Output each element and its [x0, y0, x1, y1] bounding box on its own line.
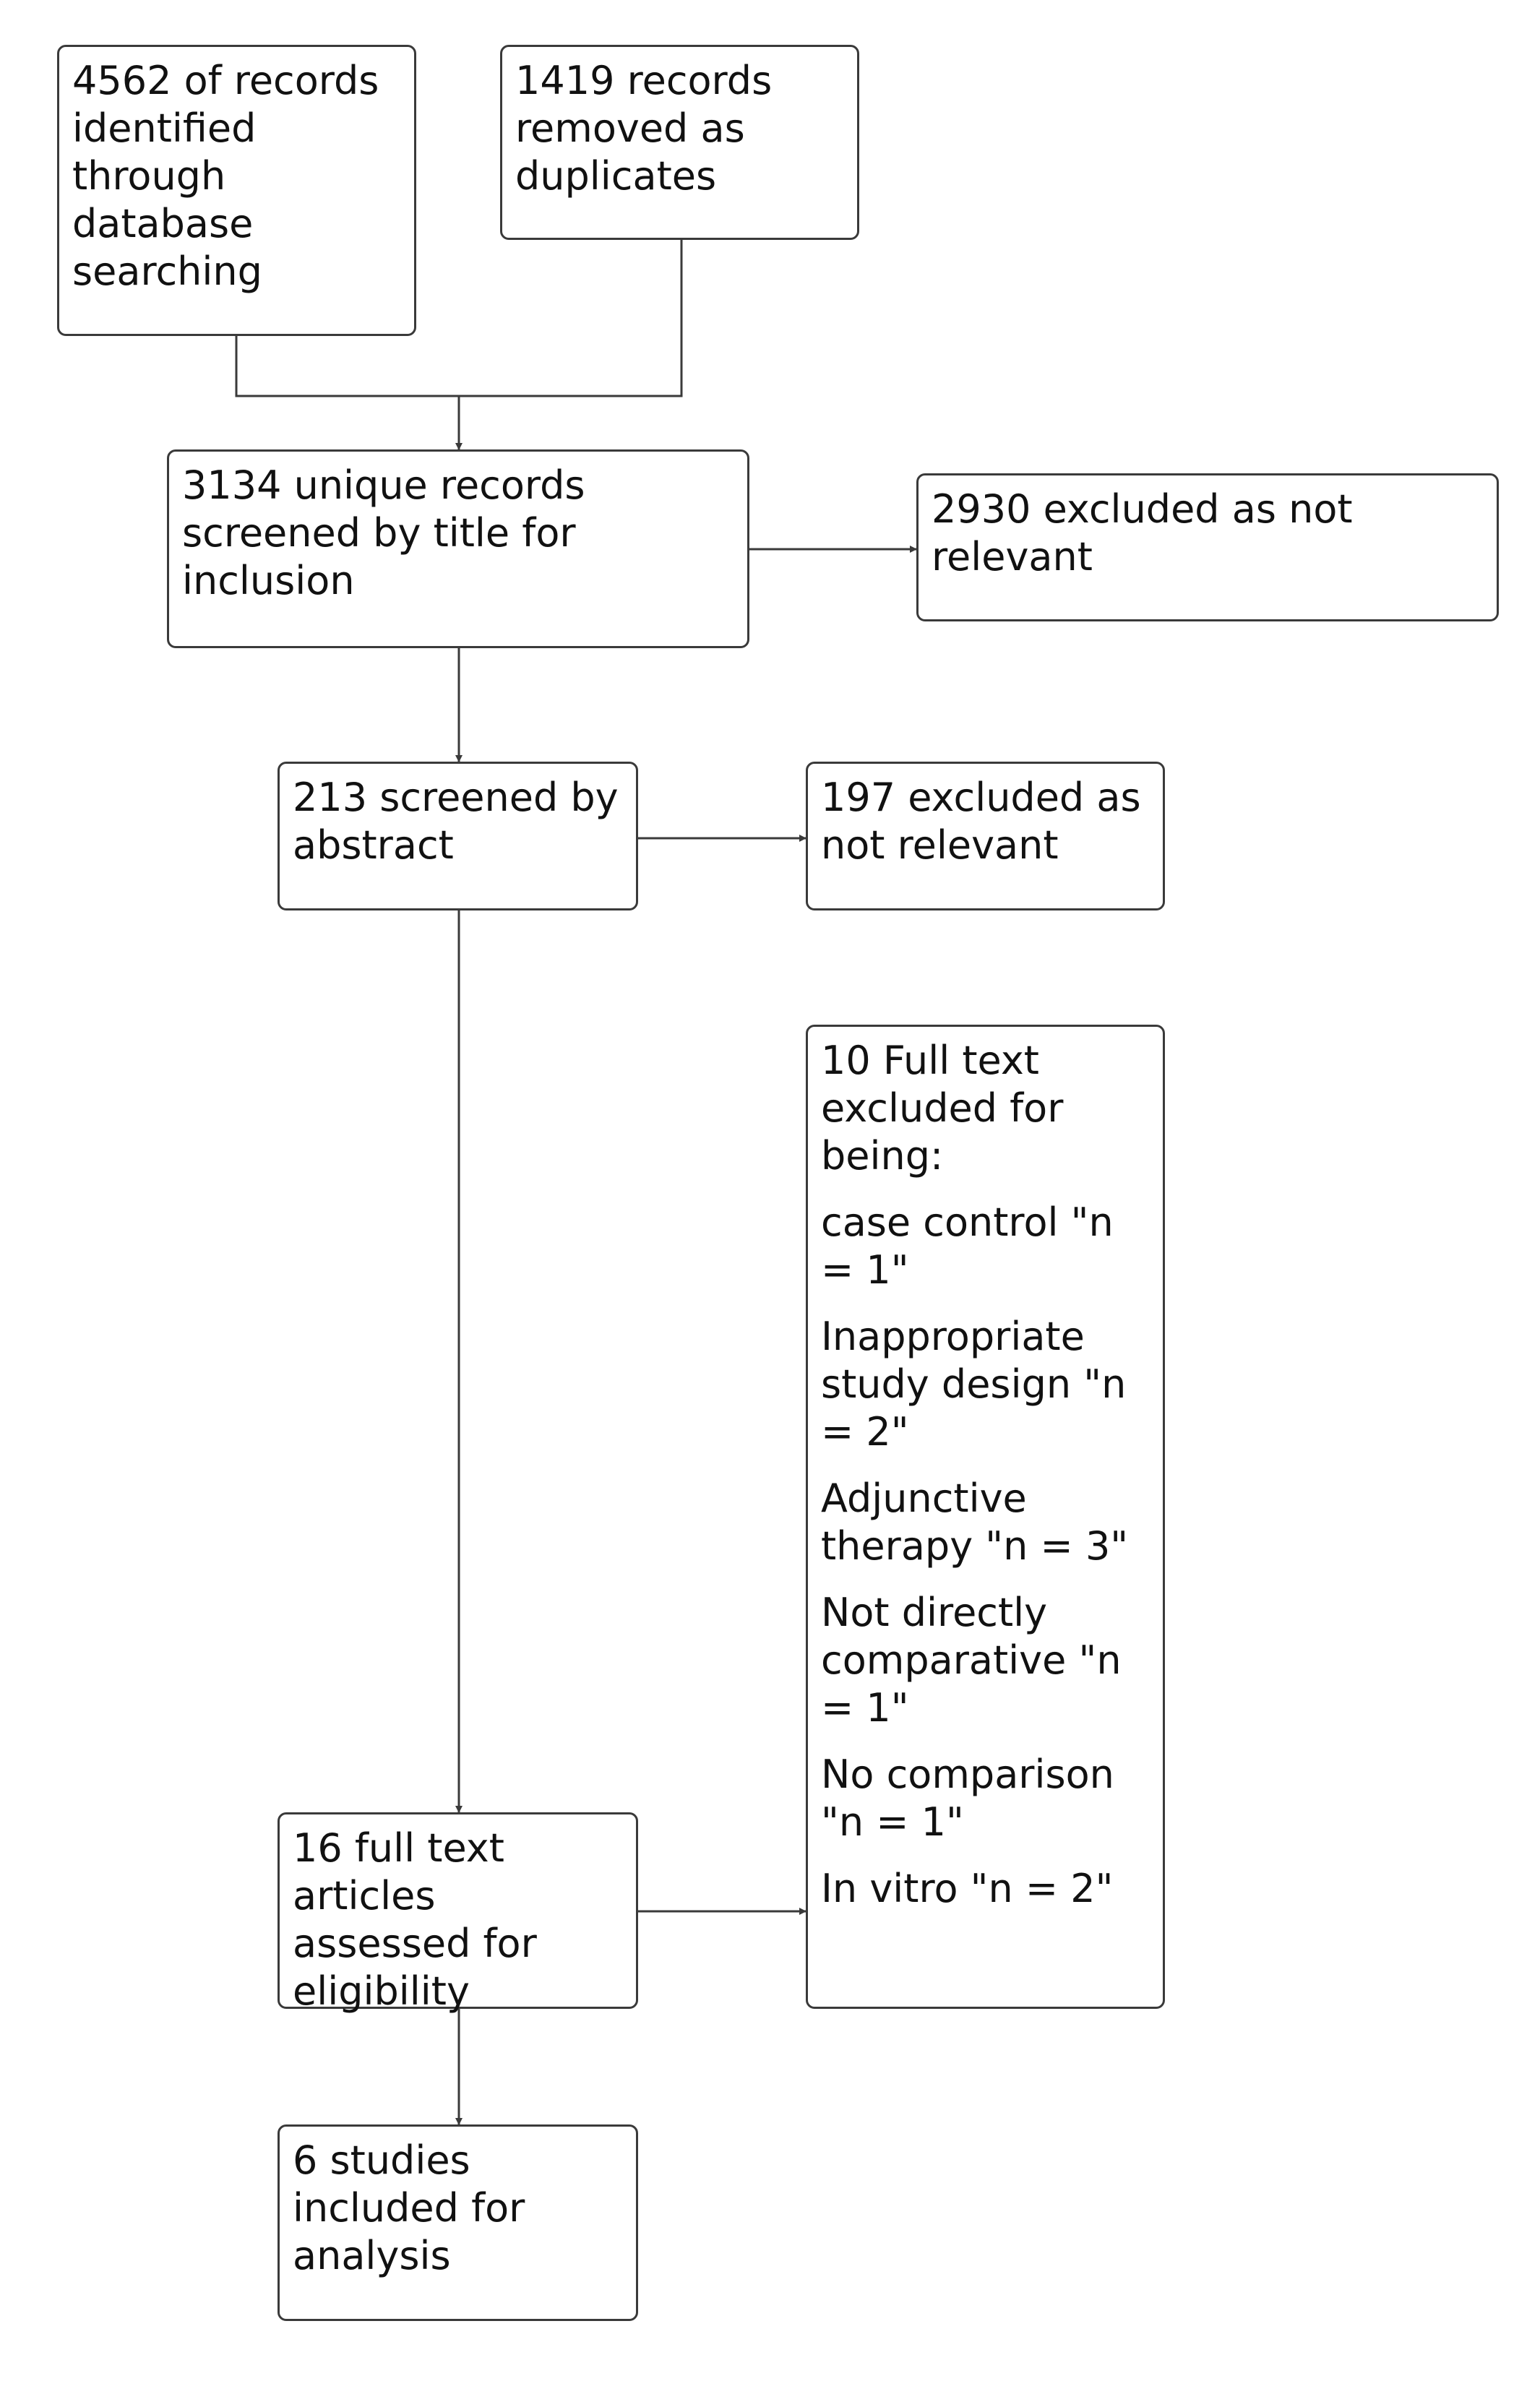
identified-records-box: 4562 of records identified through datab…	[57, 45, 416, 336]
fulltext-assessed-text: 16 full text articles assessed for eligi…	[293, 1825, 537, 2014]
exclusion-reason-item: Inappropriate study design "n = 2"	[821, 1314, 1127, 1455]
edge-duplicates-to-merge	[459, 240, 683, 397]
abstract-screening-text: 213 screened by abstract	[293, 775, 619, 868]
exclusion-reason-item: Not directly comparative "n = 1"	[821, 1590, 1122, 1731]
excluded-fulltext-heading: 10 Full text excluded for being:	[821, 1038, 1064, 1179]
edge-identified-to-merge	[235, 336, 459, 397]
excluded-abstract-text: 197 excluded as not relevant	[821, 775, 1141, 868]
unique-records-text: 3134 unique records screened by title fo…	[182, 462, 585, 603]
duplicates-removed-text: 1419 records removed as duplicates	[515, 58, 773, 199]
studies-included-text: 6 studies included for analysis	[293, 2137, 525, 2278]
exclusion-reason-item: No comparison "n = 1"	[821, 1752, 1114, 1845]
excluded-title-text: 2930 excluded as not relevant	[932, 486, 1353, 580]
excluded-fulltext-box: 10 Full text excluded for being: case co…	[806, 1025, 1165, 2009]
excluded-abstract-box: 197 excluded as not relevant	[806, 762, 1165, 910]
exclusion-reason-item: case control "n = 1"	[821, 1200, 1114, 1293]
excluded-title-box: 2930 excluded as not relevant	[916, 473, 1499, 621]
exclusion-reason-item: In vitro "n = 2"	[821, 1866, 1114, 1911]
fulltext-assessed-box: 16 full text articles assessed for eligi…	[278, 1812, 638, 2014]
duplicates-removed-box: 1419 records removed as duplicates	[500, 45, 859, 240]
exclusion-reason-item: Adjunctive therapy "n = 3"	[821, 1476, 1129, 1569]
studies-included-box: 6 studies included for analysis	[278, 2124, 638, 2321]
identified-records-text: 4562 of records identified through datab…	[72, 58, 379, 294]
unique-records-box: 3134 unique records screened by title fo…	[167, 449, 749, 648]
abstract-screening-box: 213 screened by abstract	[278, 762, 638, 910]
